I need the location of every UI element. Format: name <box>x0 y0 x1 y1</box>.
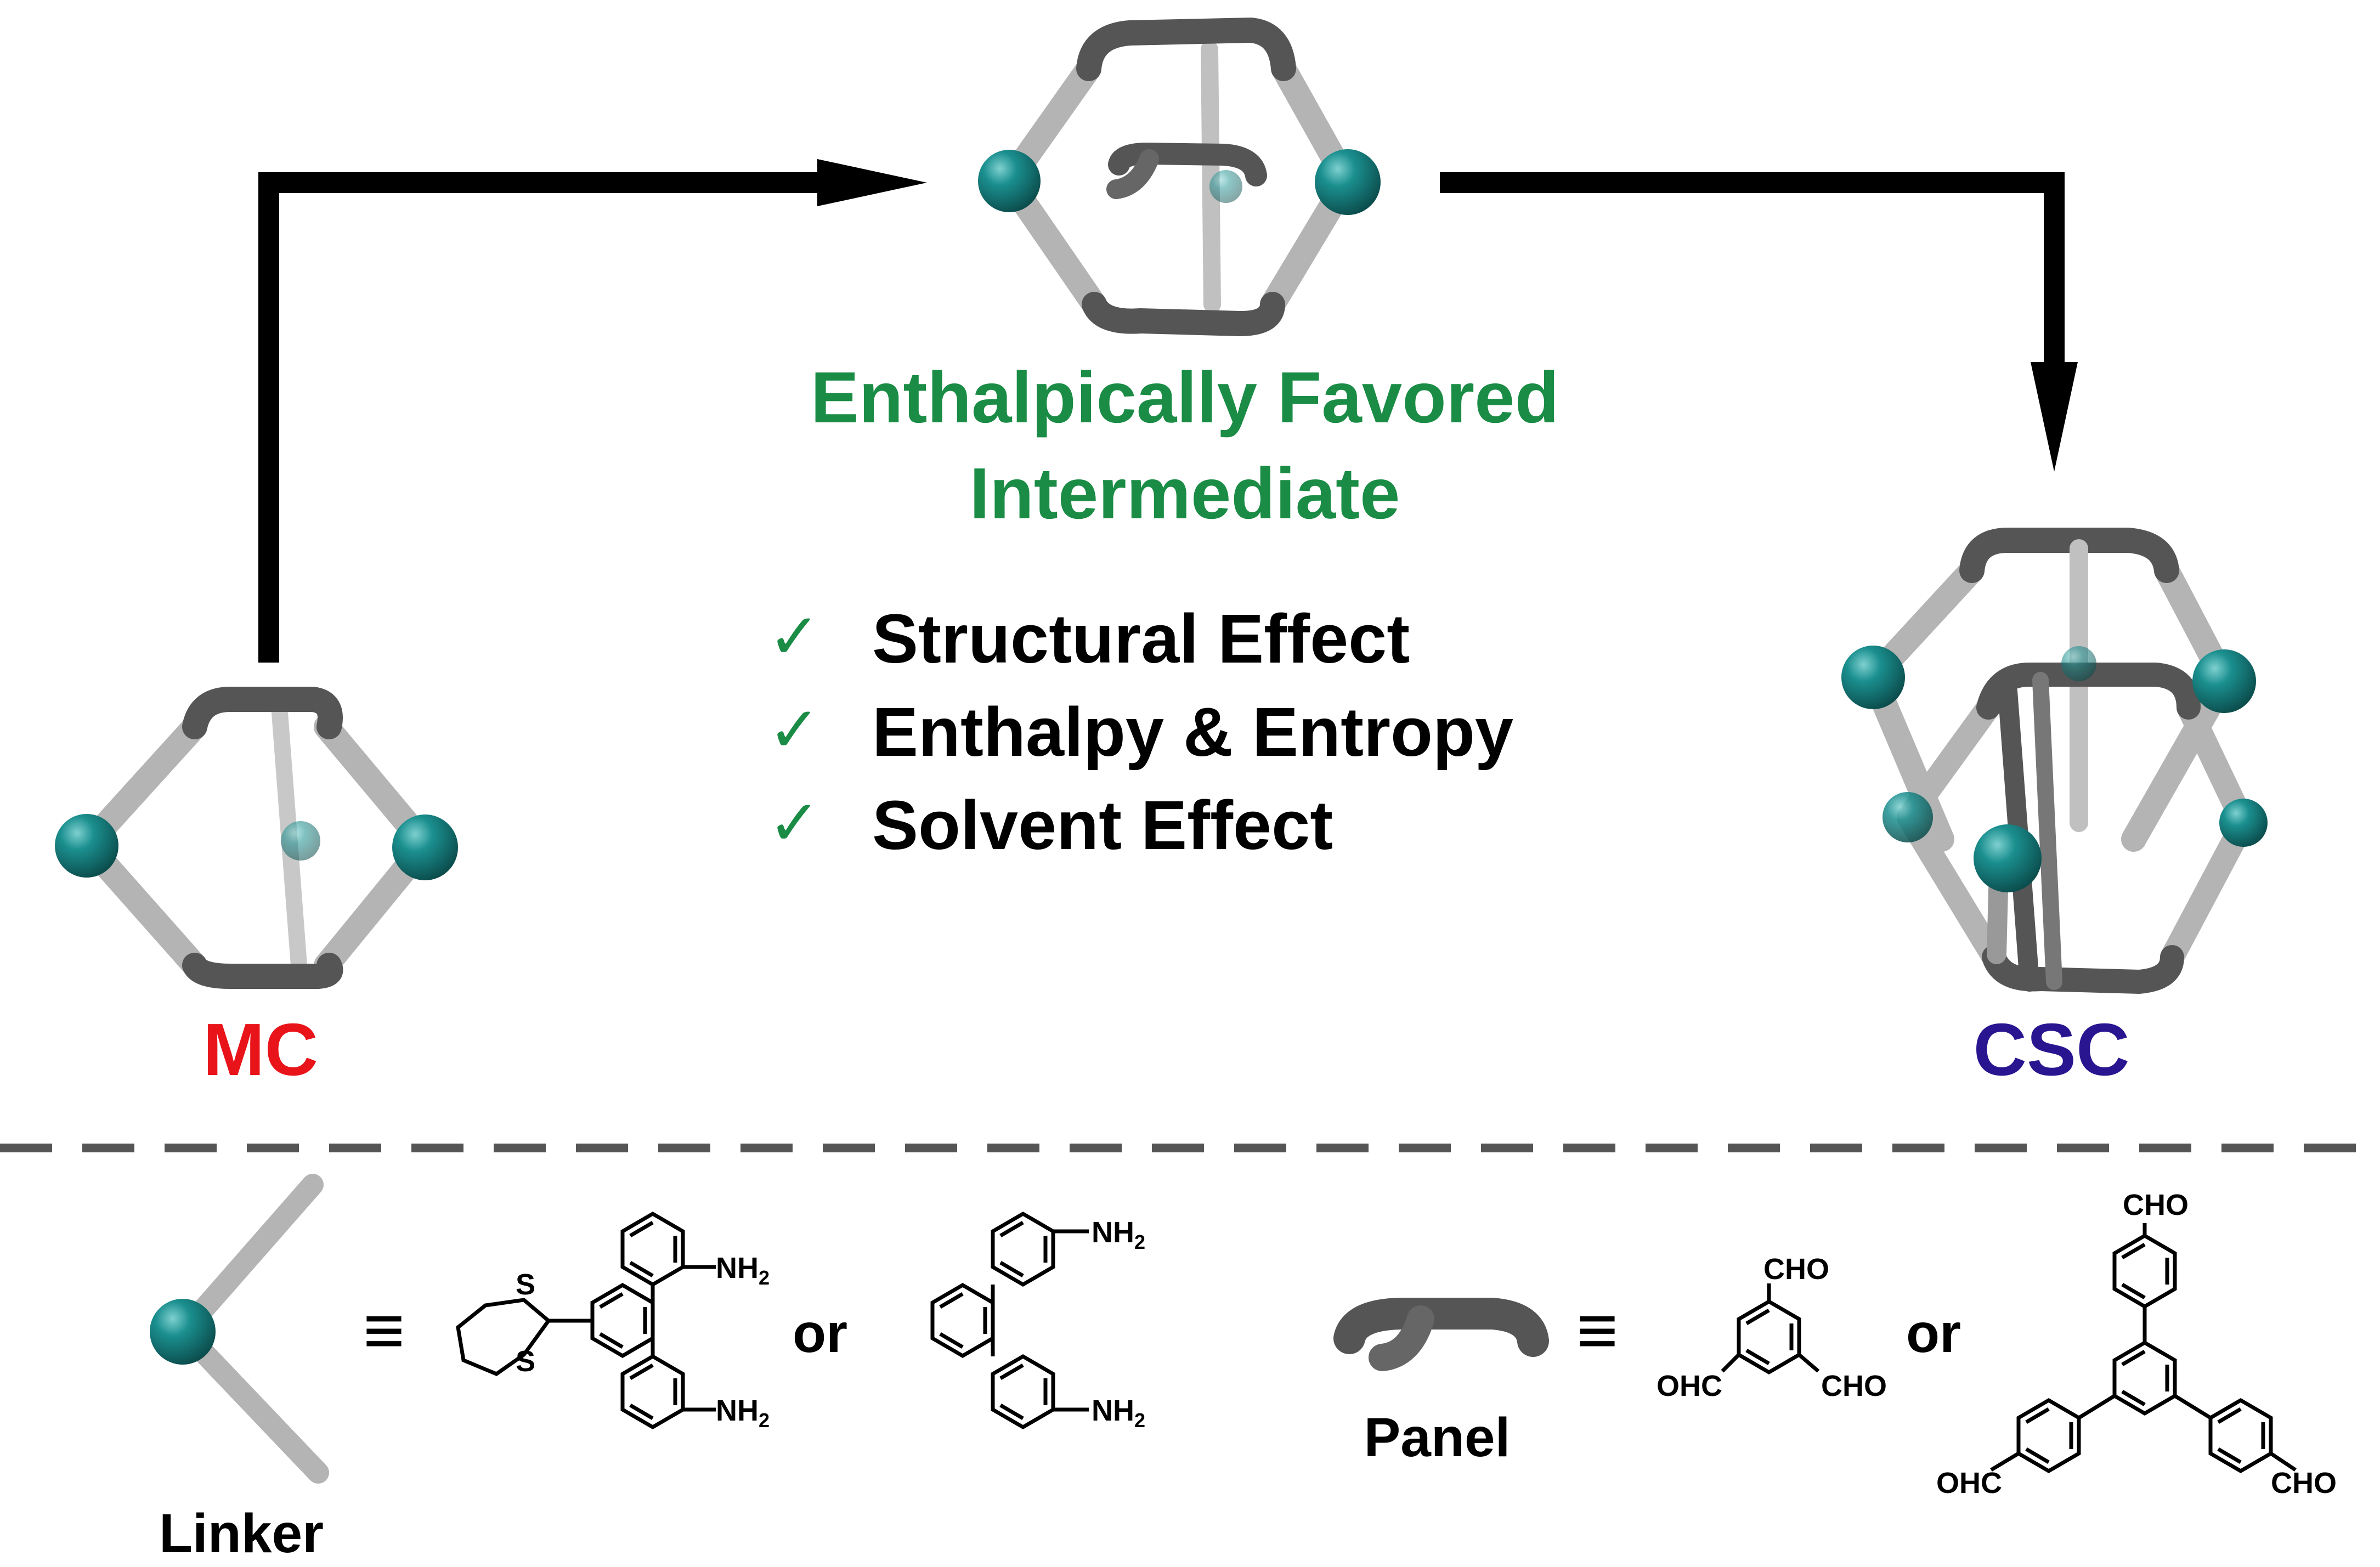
svg-text:OHC: OHC <box>1657 1370 1722 1402</box>
mc-label: MC <box>203 1008 318 1091</box>
equiv-symbol: ≡ <box>363 1290 405 1370</box>
arrow-head-down <box>2031 362 2078 472</box>
csc-label: CSC <box>1973 1008 2129 1091</box>
panel-molecule-tfpb <box>1990 1223 2297 1474</box>
svg-text:S: S <box>516 1345 535 1378</box>
svg-text:NH2: NH2 <box>716 1252 770 1289</box>
linker-label: Linker <box>159 1503 324 1564</box>
intermediate-cage <box>978 17 1381 337</box>
panel-molecule-trimesaldehyde-labels: CHO OHC CHO <box>1657 1253 1887 1402</box>
arrow-mc-to-intermediate <box>258 172 834 663</box>
arrow-head-right <box>817 159 927 206</box>
panel-molecule-trimesaldehyde <box>1721 1283 1820 1375</box>
checklist-item-enthalpy-entropy: Enthalpy & Entropy <box>872 693 1513 771</box>
linker-molecule-dithiane-labels: S S NH2 NH2 <box>516 1252 770 1432</box>
svg-text:NH2: NH2 <box>716 1394 770 1432</box>
svg-text:S: S <box>516 1268 535 1301</box>
panel-molecule-tfpb-labels: CHO OHC CHO <box>1936 1189 2337 1500</box>
linker-legend: Linker <box>150 1174 329 1564</box>
panel-legend: Panel <box>1333 1298 1549 1468</box>
svg-text:CHO: CHO <box>1821 1370 1887 1402</box>
check-icon: ✓ <box>768 787 821 860</box>
mc-cage <box>55 687 458 989</box>
svg-text:NH2: NH2 <box>1092 1394 1145 1432</box>
linker-molecule-dithiane <box>456 1211 716 1430</box>
checklist-item-solvent: Solvent Effect <box>872 787 1333 864</box>
svg-text:CHO: CHO <box>2123 1189 2189 1221</box>
svg-text:CHO: CHO <box>2271 1467 2337 1500</box>
linker-molecule-terphenyl <box>930 1211 1089 1430</box>
csc-cage <box>1841 528 2268 994</box>
arrow-intermediate-to-csc <box>1440 172 2065 373</box>
flow-arrows <box>258 159 2078 663</box>
or-label-1: or <box>793 1303 847 1364</box>
intermediate-title-line2: Intermediate <box>970 453 1400 534</box>
svg-text:OHC: OHC <box>1936 1467 2002 1500</box>
svg-text:CHO: CHO <box>1763 1253 1829 1286</box>
check-icon: ✓ <box>768 693 821 767</box>
or-label-2: or <box>1906 1303 1961 1364</box>
svg-text:NH2: NH2 <box>1092 1216 1145 1253</box>
intermediate-title-line1: Enthalpically Favored <box>811 357 1559 438</box>
equiv-symbol-2: ≡ <box>1576 1290 1618 1370</box>
checklist-item-structural: Structural Effect <box>872 600 1410 677</box>
panel-label: Panel <box>1364 1407 1511 1468</box>
checklist: ✓ Structural Effect ✓ Enthalpy & Entropy… <box>768 600 1513 864</box>
check-icon: ✓ <box>768 600 821 674</box>
linker-molecule-terphenyl-labels: NH2 NH2 <box>1092 1216 1145 1432</box>
